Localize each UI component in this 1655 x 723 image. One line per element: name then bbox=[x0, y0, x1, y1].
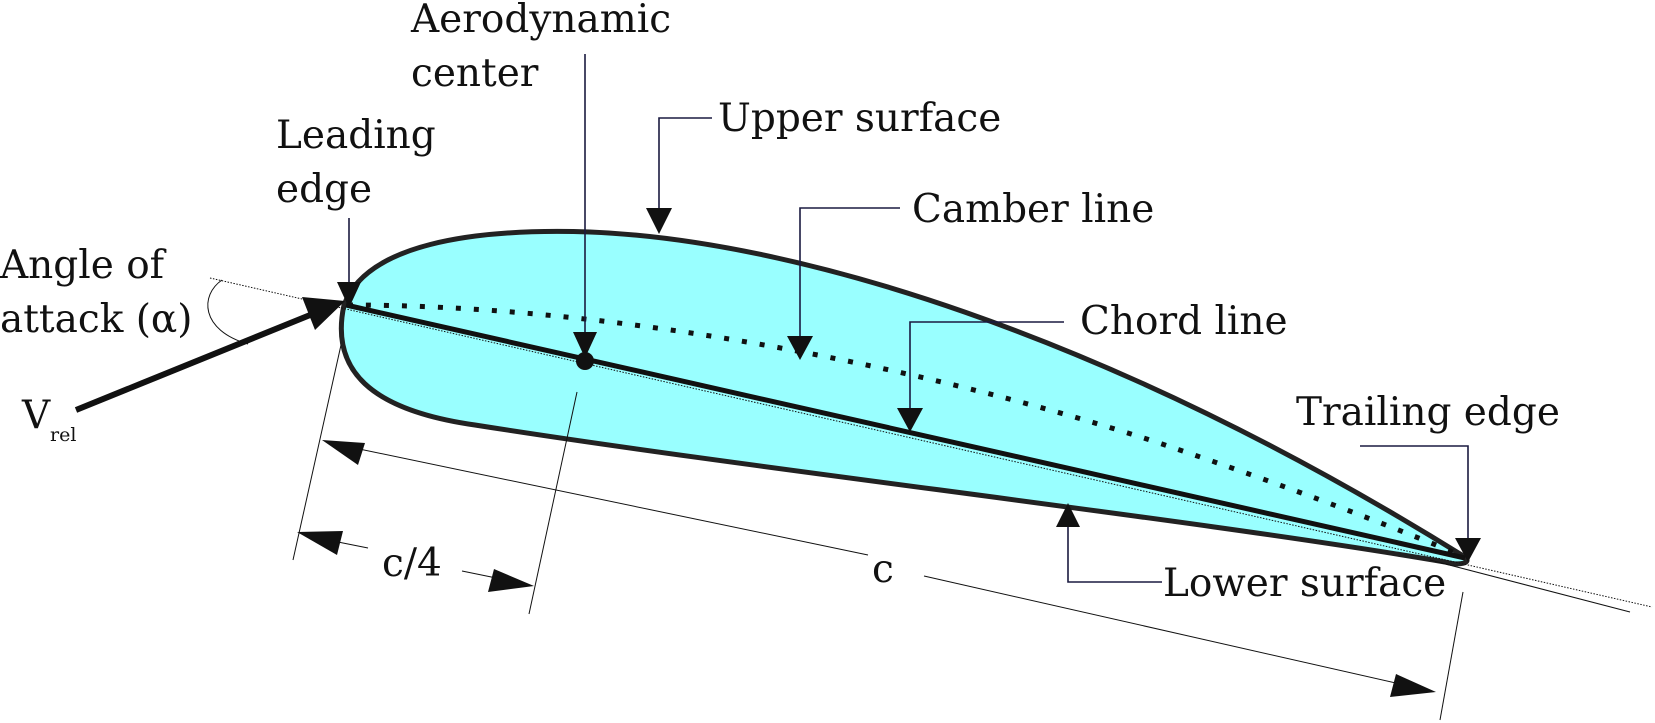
aerodynamic-center-point bbox=[576, 352, 594, 370]
trailing-edge-label: Trailing edge bbox=[1296, 390, 1560, 435]
camber-line-arrowhead bbox=[787, 336, 813, 360]
leading-edge-label-line1: Leading bbox=[276, 113, 436, 158]
aerodynamic-center-label-line1: Aerodynamic bbox=[410, 0, 671, 42]
upper-surface-label: Upper surface bbox=[718, 96, 1001, 141]
lower-surface-label: Lower surface bbox=[1163, 561, 1446, 606]
quarter-chord-label: c/4 bbox=[382, 541, 442, 586]
aerodynamic-center-label-line2: center bbox=[411, 51, 539, 96]
v-rel-arrow bbox=[74, 308, 322, 413]
upper-surface-arrowhead bbox=[646, 208, 672, 234]
leading-edge-label-line2: edge bbox=[276, 167, 372, 212]
quarter-dimension-arrowhead-right bbox=[488, 569, 534, 592]
chord-label: c bbox=[872, 547, 894, 592]
camber-line-leader bbox=[799, 207, 900, 336]
dim-extension-leading bbox=[292, 344, 342, 561]
quarter-dimension-arrowhead-left bbox=[297, 531, 343, 555]
camber-line-label: Camber line bbox=[912, 187, 1154, 232]
chord-line-label: Chord line bbox=[1080, 299, 1288, 344]
chord-dimension-line-left bbox=[339, 444, 869, 556]
trailing-edge-arrowhead bbox=[1455, 538, 1481, 562]
v-rel-subscript: rel bbox=[50, 424, 76, 446]
lower-surface-arrowhead bbox=[1056, 503, 1080, 527]
chord-dimension-arrowhead-left bbox=[322, 440, 365, 465]
chord-line bbox=[345, 302, 1466, 561]
v-rel-arrowhead bbox=[302, 297, 345, 330]
v-rel-label: V bbox=[21, 393, 51, 438]
angle-of-attack-arc bbox=[207, 279, 249, 345]
upper-surface-leader bbox=[658, 117, 712, 208]
angle-of-attack-label-line2: attack (α) bbox=[0, 297, 193, 342]
chord-dimension-arrowhead-right bbox=[1390, 674, 1436, 697]
chord-dimension-line-right bbox=[923, 575, 1401, 685]
chord-line-leader bbox=[909, 321, 1064, 408]
dim-extension-quarter bbox=[528, 391, 578, 615]
airfoil-body bbox=[338, 228, 1470, 567]
lower-surface-leader bbox=[1067, 527, 1162, 583]
chord-extension-line bbox=[209, 277, 1653, 608]
camber-line bbox=[347, 302, 1466, 560]
dim-extension-trailing bbox=[1439, 591, 1464, 721]
angle-of-attack-label-line1: Angle of bbox=[0, 243, 167, 288]
chord-line-arrowhead bbox=[897, 408, 923, 432]
freestream-extension-line bbox=[1429, 559, 1631, 613]
aerodynamic-center-arrowhead bbox=[573, 332, 597, 358]
trailing-edge-leader bbox=[1360, 445, 1469, 538]
leading-edge-arrowhead bbox=[337, 282, 361, 308]
